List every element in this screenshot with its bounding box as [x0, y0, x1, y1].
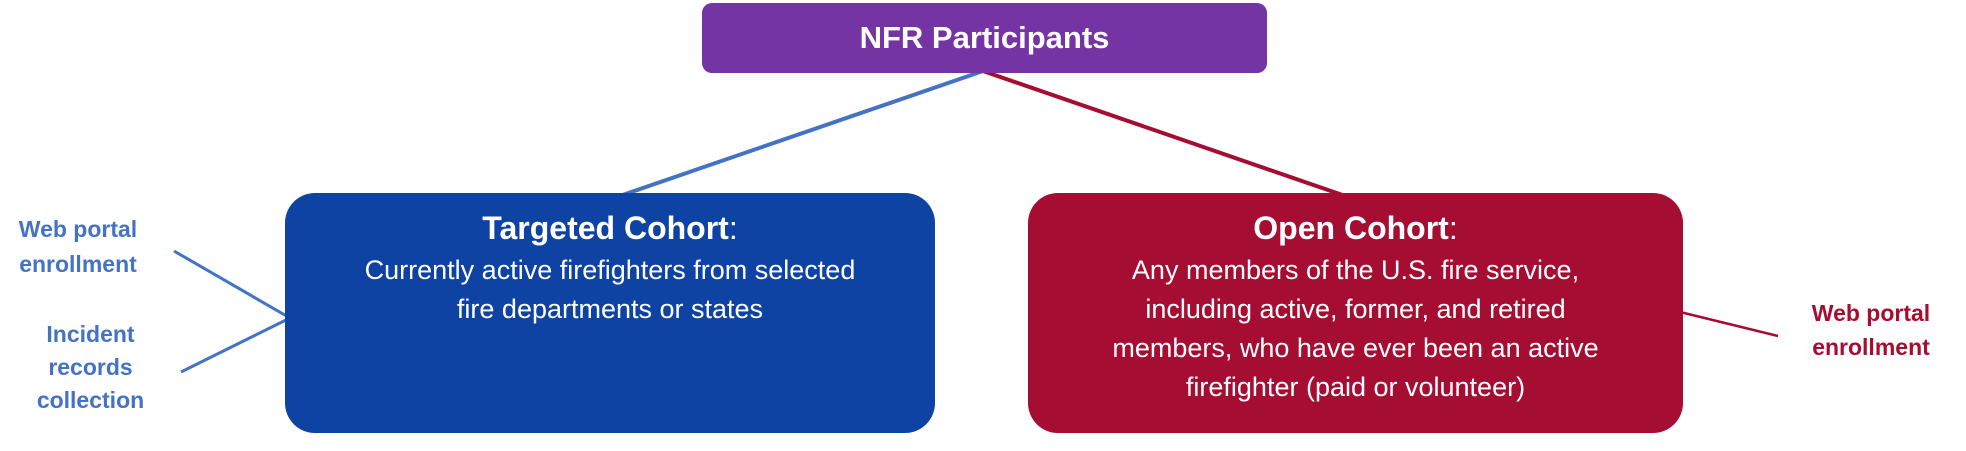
open-cohort-title-text: Open Cohort: [1253, 210, 1449, 246]
connector-web-portal-left: [173, 249, 291, 320]
targeted-cohort-description: Currently active firefighters from selec…: [364, 255, 856, 324]
targeted-cohort-title: Targeted Cohort:: [285, 205, 935, 251]
open-cohort-box: Open Cohort: Any members of the U.S. fir…: [1028, 193, 1683, 433]
label-incident-records-collection: Incident records collection: [36, 321, 145, 413]
connector-root-to-open: [982, 69, 1358, 202]
connector-root-to-targeted: [607, 69, 984, 202]
label-web-portal-enrollment-right: Web portal enrollment: [1811, 300, 1931, 360]
open-cohort-title: Open Cohort:: [1028, 205, 1683, 251]
nfr-participants-box: NFR Participants: [702, 3, 1267, 73]
connector-web-portal-right: [1679, 310, 1779, 338]
label-web-portal-enrollment-left: Web portal enrollment: [18, 216, 138, 277]
open-cohort-title-colon: :: [1448, 210, 1458, 246]
targeted-cohort-box: Targeted Cohort: Currently active firefi…: [285, 193, 935, 433]
open-cohort-description: Any members of the U.S. fire service, in…: [1112, 255, 1599, 402]
nfr-participants-label: NFR Participants: [859, 20, 1110, 55]
targeted-cohort-title-text: Targeted Cohort: [482, 210, 729, 246]
connector-incident-records: [180, 316, 291, 374]
targeted-cohort-title-colon: :: [728, 210, 738, 246]
